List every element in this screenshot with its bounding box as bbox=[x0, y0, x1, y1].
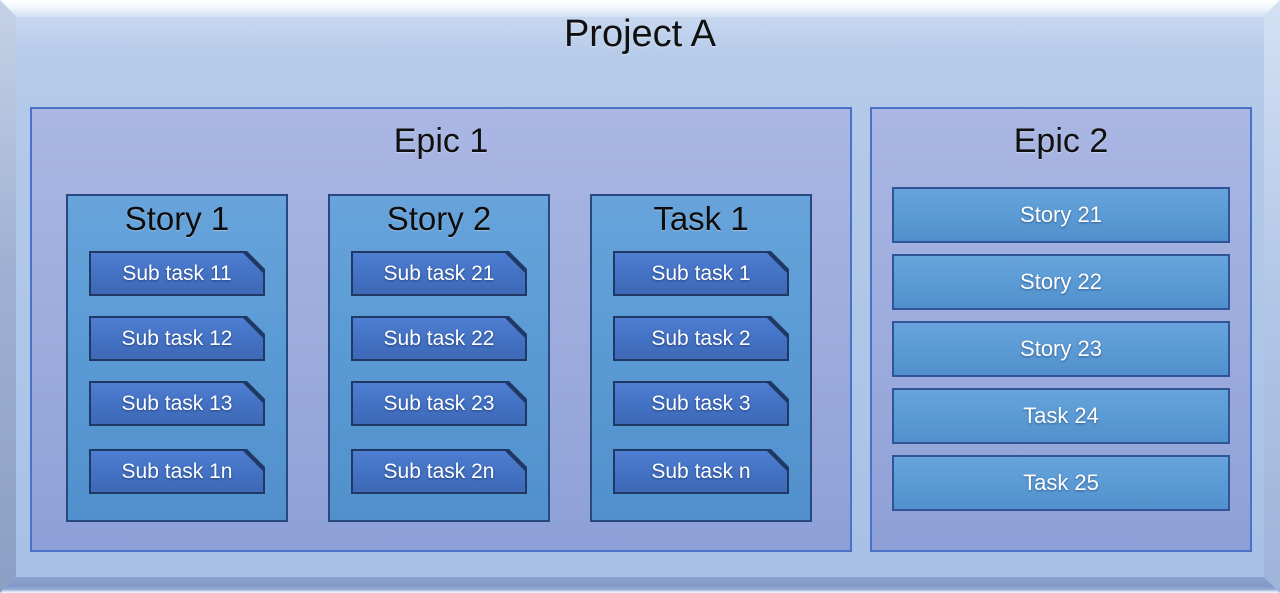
subtask-chip-fill: Sub task 1n bbox=[91, 451, 263, 492]
epic-2-item-row: Task 24 bbox=[892, 388, 1230, 444]
epic-2-container: Epic 2 Story 21 Story 22 Story 23 Task 2… bbox=[870, 107, 1252, 552]
subtask-chip: Sub task 13 bbox=[89, 381, 265, 426]
subtask-label: Sub task 12 bbox=[121, 326, 233, 350]
subtask-label: Sub task 2n bbox=[383, 459, 495, 483]
group-task-1: Task 1 Sub task 1 Sub task 2 Sub task 3 … bbox=[590, 194, 812, 522]
epic-2-items: Story 21 Story 22 Story 23 Task 24 Task … bbox=[892, 187, 1230, 511]
subtask-chip-fill: Sub task 11 bbox=[91, 253, 263, 294]
epic-2-item-row: Story 23 bbox=[892, 321, 1230, 377]
frame-bevel-bottom bbox=[0, 577, 1280, 593]
subtask-chip-fill: Sub task n bbox=[615, 451, 787, 492]
subtask-chip-fill: Sub task 2n bbox=[353, 451, 525, 492]
subtask-chip: Sub task 1 bbox=[613, 251, 789, 296]
subtask-chip: Sub task n bbox=[613, 449, 789, 494]
subtask-chip-fill: Sub task 1 bbox=[615, 253, 787, 294]
epic-2-item-row: Story 21 bbox=[892, 187, 1230, 243]
subtask-chip: Sub task 22 bbox=[351, 316, 527, 361]
group-task-1-title: Task 1 bbox=[653, 200, 749, 237]
subtask-chip-fill: Sub task 2 bbox=[615, 318, 787, 359]
group-story-1: Story 1 Sub task 11 Sub task 12 Sub task… bbox=[66, 194, 288, 522]
subtask-chip: Sub task 3 bbox=[613, 381, 789, 426]
subtask-chip: Sub task 2 bbox=[613, 316, 789, 361]
subtask-label: Sub task 13 bbox=[121, 391, 233, 415]
item-label: Story 21 bbox=[1020, 202, 1102, 227]
subtask-chip: Sub task 12 bbox=[89, 316, 265, 361]
subtask-label: Sub task 21 bbox=[383, 261, 495, 285]
subtask-chip-fill: Sub task 12 bbox=[91, 318, 263, 359]
subtask-chip: Sub task 21 bbox=[351, 251, 527, 296]
subtask-label: Sub task 11 bbox=[122, 261, 232, 285]
group-story-1-title: Story 1 bbox=[124, 200, 230, 237]
item-label: Story 23 bbox=[1020, 336, 1102, 361]
item-label: Task 24 bbox=[1023, 403, 1099, 428]
subtask-chip-fill: Sub task 21 bbox=[353, 253, 525, 294]
subtask-chip-fill: Sub task 23 bbox=[353, 383, 525, 424]
subtask-label: Sub task 22 bbox=[383, 326, 495, 350]
subtask-label: Sub task 23 bbox=[383, 391, 495, 415]
group-story-2-title: Story 2 bbox=[386, 200, 492, 237]
epic-2-item-row: Story 22 bbox=[892, 254, 1230, 310]
item-label: Task 25 bbox=[1023, 470, 1099, 495]
subtask-chip: Sub task 23 bbox=[351, 381, 527, 426]
frame-bevel-top bbox=[0, 0, 1280, 17]
subtask-chip-fill: Sub task 3 bbox=[615, 383, 787, 424]
subtask-label: Sub task 1 bbox=[651, 261, 751, 285]
epic-1-title: Epic 1 bbox=[393, 122, 489, 160]
subtask-chip: Sub task 1n bbox=[89, 449, 265, 494]
subtask-chip-fill: Sub task 22 bbox=[353, 318, 525, 359]
subtask-chip: Sub task 11 bbox=[89, 251, 265, 296]
subtask-chip-fill: Sub task 13 bbox=[91, 383, 263, 424]
item-label: Story 22 bbox=[1020, 269, 1102, 294]
subtask-label: Sub task n bbox=[651, 459, 751, 483]
epic-2-item-row: Task 25 bbox=[892, 455, 1230, 511]
group-task-1-subtasks: Sub task 1 Sub task 2 Sub task 3 Sub tas… bbox=[613, 251, 789, 494]
subtask-chip: Sub task 2n bbox=[351, 449, 527, 494]
frame-bevel-right bbox=[1264, 0, 1280, 593]
project-title: Project A bbox=[563, 13, 717, 55]
subtask-label: Sub task 3 bbox=[651, 391, 751, 415]
subtask-label: Sub task 1n bbox=[121, 459, 233, 483]
group-story-2: Story 2 Sub task 21 Sub task 22 Sub task… bbox=[328, 194, 550, 522]
frame-bevel-left bbox=[0, 0, 16, 593]
epic-2-title: Epic 2 bbox=[1013, 122, 1109, 160]
epic-1-groups: Story 1 Sub task 11 Sub task 12 Sub task… bbox=[66, 194, 812, 522]
subtask-label: Sub task 2 bbox=[651, 326, 751, 350]
group-story-1-subtasks: Sub task 11 Sub task 12 Sub task 13 Sub … bbox=[89, 251, 265, 494]
epic-1-container: Epic 1 Story 1 Sub task 11 Sub task 12 S… bbox=[30, 107, 852, 552]
group-story-2-subtasks: Sub task 21 Sub task 22 Sub task 23 Sub … bbox=[351, 251, 527, 494]
